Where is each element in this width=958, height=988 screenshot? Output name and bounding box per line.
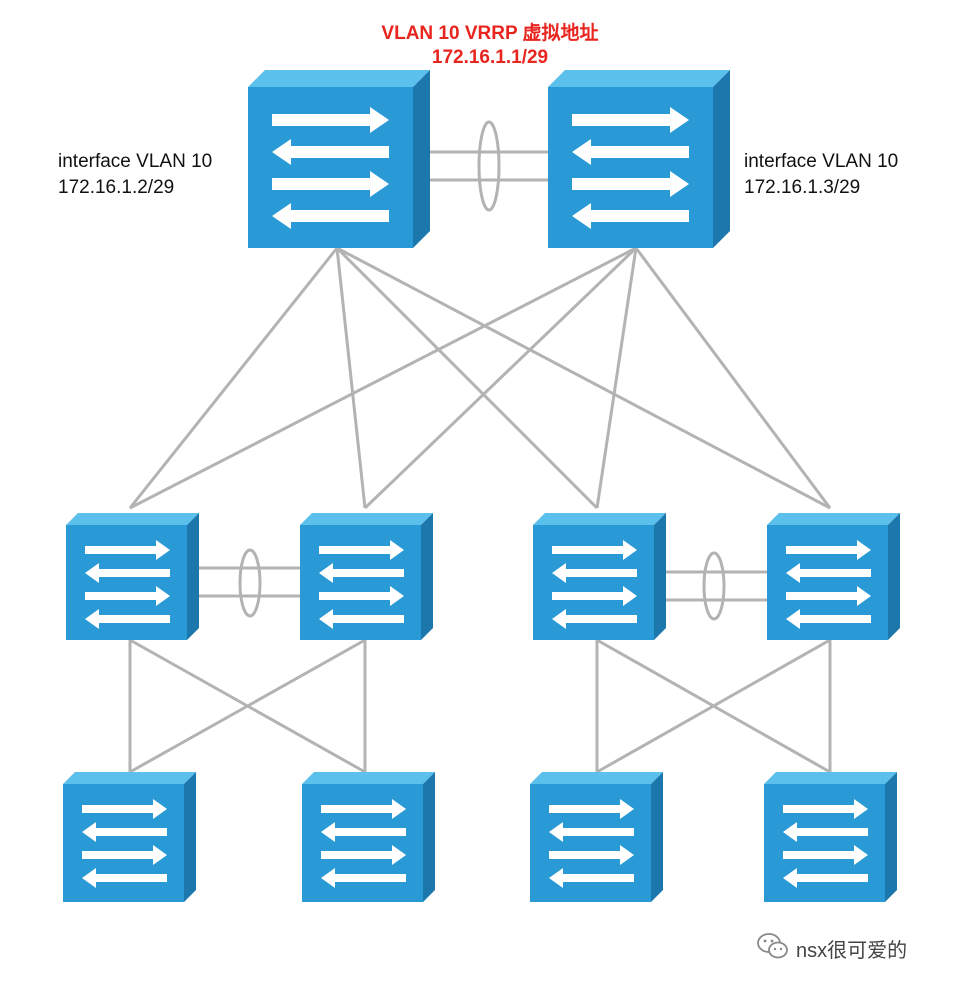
core-left-interface: interface VLAN 10 bbox=[58, 151, 213, 172]
core-switch-right[interactable] bbox=[548, 70, 730, 248]
core-switch-left[interactable] bbox=[248, 70, 430, 248]
distribution-switch-2[interactable] bbox=[300, 513, 433, 640]
distribution-access-links bbox=[128, 638, 832, 774]
access-switch-4[interactable] bbox=[764, 772, 897, 902]
vrrp-label: VLAN 10 VRRP 虚拟地址 172.16.1.1/29 bbox=[340, 22, 640, 70]
distribution-port-channel-right bbox=[665, 551, 768, 621]
distribution-switch-4[interactable] bbox=[767, 513, 900, 640]
distribution-switch-3[interactable] bbox=[533, 513, 666, 640]
core-port-channel bbox=[430, 120, 549, 212]
core-left-label: interface VLAN 10 172.16.1.2/29 bbox=[58, 149, 212, 201]
access-switch-2[interactable] bbox=[302, 772, 435, 902]
core-distribution-links bbox=[128, 246, 832, 510]
distribution-switch-1[interactable] bbox=[66, 513, 199, 640]
core-right-label: interface VLAN 10 172.16.1.3/29 bbox=[744, 149, 898, 201]
vrrp-title: VLAN 10 VRRP 虚拟地址 bbox=[381, 23, 599, 44]
vrrp-address: 172.16.1.1/29 bbox=[431, 47, 549, 68]
watermark-text: nsx很可爱的 bbox=[796, 940, 908, 962]
wechat-icon bbox=[757, 933, 788, 959]
core-left-address: 172.16.1.2/29 bbox=[58, 177, 175, 198]
access-switch-3[interactable] bbox=[530, 772, 663, 902]
access-switch-1[interactable] bbox=[63, 772, 196, 902]
core-right-address: 172.16.1.3/29 bbox=[744, 177, 861, 198]
core-right-interface: interface VLAN 10 bbox=[744, 151, 899, 172]
distribution-port-channel-left bbox=[199, 548, 300, 618]
